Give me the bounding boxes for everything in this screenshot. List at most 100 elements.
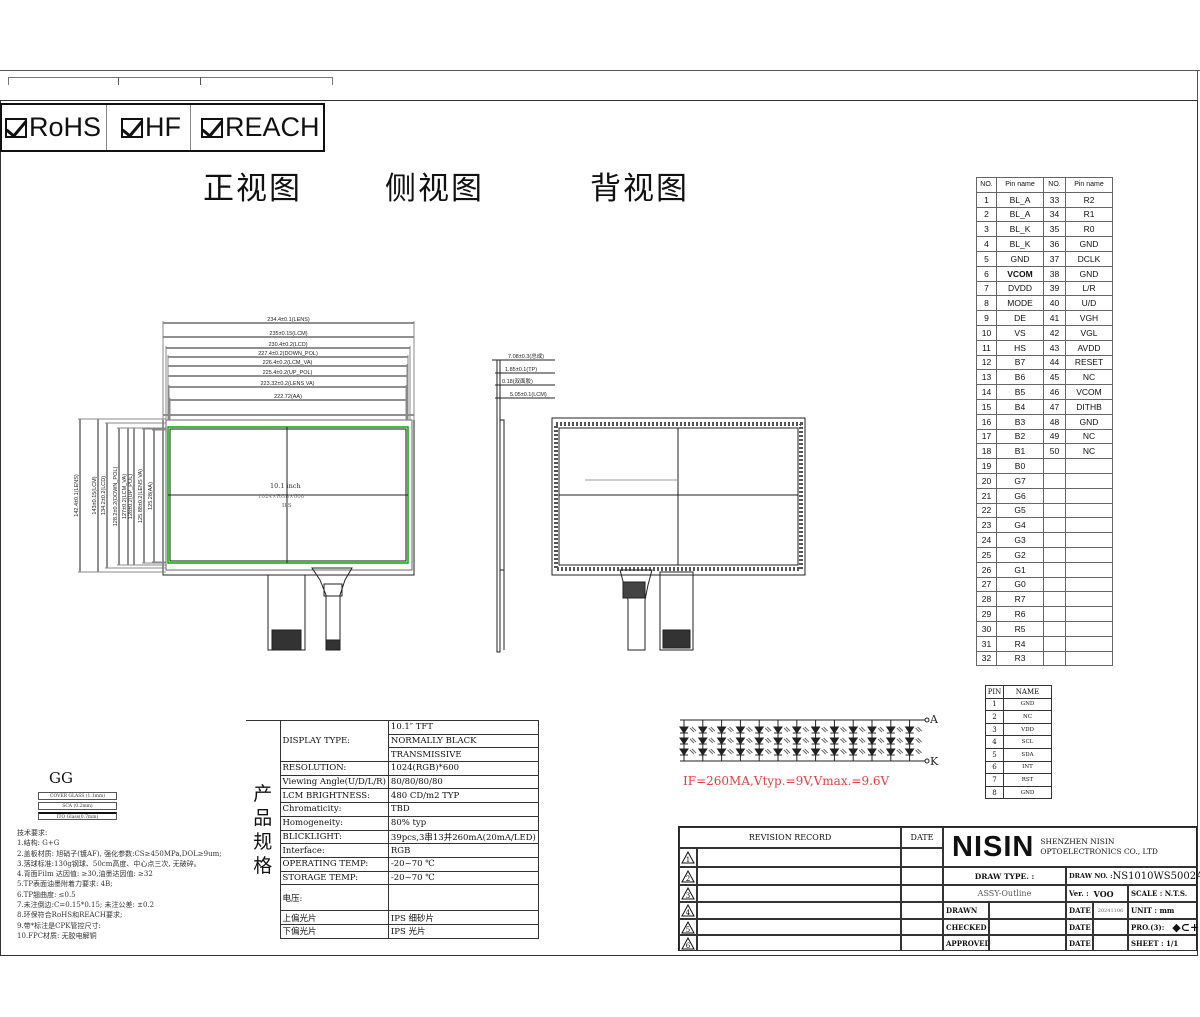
header-cell: Pin name	[1065, 177, 1113, 193]
pin-name: HS	[996, 339, 1044, 356]
header-cell: Pin name	[996, 177, 1044, 193]
spec-value: -20~70 ℃	[387, 870, 539, 886]
revision-marker: 2	[679, 867, 697, 885]
pin-number: 24	[976, 532, 997, 548]
pin-name: NC	[1003, 710, 1052, 724]
led-diode-icon	[904, 726, 915, 734]
fpc-tp	[311, 567, 353, 651]
spec-label: 电压:	[279, 884, 389, 912]
led-diode-icon	[829, 748, 840, 756]
compliance-box: RoHS HF REACH	[0, 103, 325, 152]
pin-name: GND	[1065, 413, 1113, 430]
pin-name: B6	[996, 369, 1044, 386]
pin-name: G3	[996, 532, 1044, 548]
light-emission-icon	[708, 737, 716, 744]
pin-number: 47	[1043, 398, 1066, 415]
date-label: DATE	[1066, 935, 1093, 951]
pin-number: 1	[985, 697, 1004, 712]
spec-row: Viewing Angle(U/D/L/R)80/80/80/80	[246, 774, 539, 790]
pin-name	[1065, 635, 1113, 652]
draw-no-label: DRAW NO. :	[1069, 872, 1113, 880]
pin-name: G0	[996, 576, 1044, 593]
back-view	[551, 417, 806, 651]
ips-label: IPS	[282, 503, 292, 509]
hf-mark: HF	[107, 105, 191, 150]
pin-number: 9	[976, 310, 997, 326]
checked-label: CHECKED	[943, 919, 989, 935]
pin-name	[1065, 502, 1113, 519]
led-diode-icon	[716, 737, 727, 745]
revision-number: 5	[686, 926, 690, 934]
pin-name: R3	[996, 650, 1044, 667]
pin-number: 3	[976, 221, 997, 238]
light-emission-icon	[727, 748, 734, 755]
pin-name	[1065, 546, 1113, 563]
led-diode-icon	[885, 737, 896, 745]
revision-date-header: DATE	[901, 827, 943, 848]
pin-number: 7	[976, 280, 997, 297]
pin-name: R4	[996, 635, 1044, 652]
led-diode-icon	[735, 726, 746, 734]
pin-number: 12	[976, 354, 997, 371]
led-diode-icon	[867, 726, 877, 734]
pin-name	[1065, 650, 1113, 667]
led-diode-icon	[754, 748, 765, 756]
fpc-back-main	[659, 571, 694, 651]
light-emission-icon	[708, 748, 716, 755]
revision-number: 6	[686, 942, 691, 950]
light-emission-icon	[764, 737, 772, 744]
pin-name: VS	[996, 324, 1044, 341]
led-diode-icon	[754, 737, 765, 745]
date-label: DATE	[1066, 902, 1093, 919]
pin-name: GND	[1003, 697, 1052, 712]
pin-name	[1065, 576, 1113, 593]
pin-name: R7	[996, 591, 1044, 608]
light-emission-icon	[689, 737, 697, 744]
fpc-contacts	[271, 629, 302, 651]
spec-value: IPS 细砂片	[387, 910, 539, 925]
pin-number	[1043, 591, 1066, 608]
pin-number: 14	[976, 384, 997, 400]
pin-name: G7	[996, 472, 1044, 489]
revision-date	[901, 867, 943, 885]
spec-value: RGB	[387, 843, 539, 858]
draw-no-value: NS1010WS5002AZ03	[1112, 870, 1200, 882]
spec-row: LCM BRIGHTNESS:480 CD/m2 TYP	[246, 788, 539, 804]
led-diode-icon	[679, 748, 689, 756]
pin-name: G6	[996, 487, 1044, 504]
led-diode-icon	[810, 737, 821, 745]
date-label: DATE	[1066, 919, 1093, 935]
pin-name: R0	[1065, 221, 1113, 238]
light-emission-icon	[783, 737, 791, 744]
spec-value: TBD	[387, 802, 539, 817]
dimension-label: 134.2±0.2(LCD)	[101, 476, 107, 515]
spec-label: BLICKLIGHT:	[279, 829, 389, 845]
dimension-label: 128±0.2(UP_POL)	[128, 474, 134, 519]
note-item: 8.环保符合RoHS和REACH要求;	[17, 911, 123, 920]
dimension-label: 7.08±0.3(总成)	[508, 352, 544, 360]
spec-row: STORAGE TEMP:-20~70 ℃	[246, 870, 539, 886]
ver-value: VOO	[1093, 888, 1114, 899]
dimension-label: 127±0.2(LCM_VA)	[122, 474, 128, 519]
pin-number: 21	[976, 487, 997, 504]
light-emission-icon	[783, 748, 791, 755]
hatch-border	[554, 422, 803, 571]
pin-number: 6	[985, 760, 1004, 775]
resolution-label: 1024×RGB×600	[258, 494, 305, 500]
light-emission-icon	[821, 726, 828, 733]
revision-entry	[697, 919, 901, 935]
led-diode-icon	[867, 748, 877, 756]
checked-by	[989, 919, 1066, 935]
pin-name: GND	[1003, 785, 1052, 800]
led-diode-icon	[697, 737, 708, 745]
